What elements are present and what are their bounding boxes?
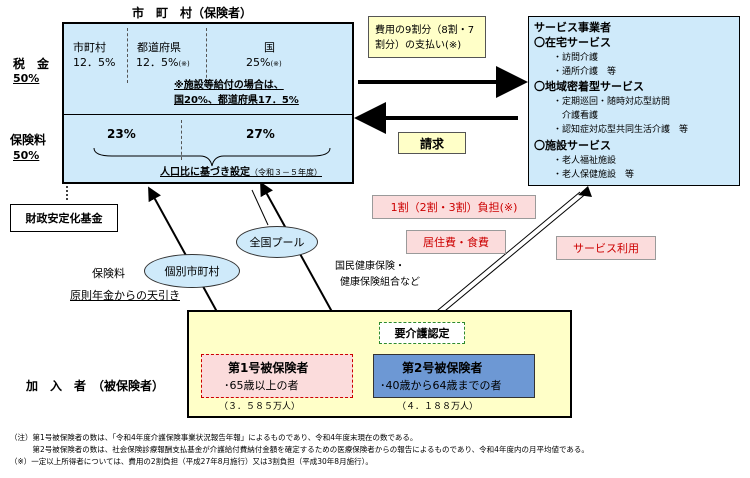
- claim-box: 請求: [398, 132, 466, 154]
- community-service-item: ・認知症対応型共同生活介護 等: [553, 125, 689, 135]
- prefecture-percent: 12．5%(※): [136, 56, 190, 69]
- municipality-label: 市町村: [73, 41, 106, 54]
- provider-box: サービス事業者 〇在宅サービス ・訪問介護 ・通所介護 等 〇地域密着型サービス…: [528, 16, 740, 186]
- home-service-item: ・訪問介護: [553, 53, 599, 63]
- payment-line1: 費用の9割分（8割・7: [375, 25, 475, 36]
- insurer-title: 市 町 村（保険者）: [132, 6, 253, 20]
- tax-section: 市町村 12．5% 都道府県 12．5%(※) 国 25%(※) ※施設等給付の…: [64, 24, 352, 114]
- insured-box: 要介護認定 第1号被保険者 ･65歳以上の者 第2号被保険者 ･40歳から64歳…: [187, 310, 572, 418]
- type2-insured-box: 第2号被保険者 ･40歳から64歳までの者: [373, 354, 535, 398]
- type1-insured-box: 第1号被保険者 ･65歳以上の者: [201, 354, 353, 398]
- community-service-header: 〇地域密着型サービス: [534, 80, 644, 93]
- type2-share: 27%: [246, 127, 275, 141]
- prefecture-label: 都道府県: [137, 41, 181, 54]
- premium-note-sub: 原則年金からの天引き: [70, 289, 180, 302]
- premium-label: 保険料: [10, 133, 47, 147]
- health-insurance-line1: 国民健康保険・: [335, 261, 405, 272]
- health-insurance-line2: 健康保険組合など: [340, 277, 420, 288]
- type1-desc: ･65歳以上の者: [224, 379, 299, 392]
- facility-service-item: ・老人保健施設 等: [553, 170, 635, 180]
- footnote: 第2号被保険者の数は、社会保険診療報酬支払基金が介護給付費納付金額を確定するため…: [10, 445, 589, 454]
- living-costs-box: 居住費・食費: [406, 230, 506, 254]
- facility-note-line2: 国20%、都道府県17．5%: [174, 95, 299, 106]
- insurer-box: 市町村 12．5% 都道府県 12．5%(※) 国 25%(※) ※施設等給付の…: [62, 22, 354, 184]
- population-note: 人口比に基づき設定（令和３－５年度）: [160, 167, 322, 178]
- premium-percent: 50%: [13, 149, 40, 162]
- type2-title: 第2号被保険者: [402, 361, 483, 375]
- tax-percent: 50%: [13, 72, 40, 85]
- payment-box: 費用の9割分（8割・7 割分）の支払い(※): [368, 16, 486, 58]
- care-certification-box: 要介護認定: [379, 322, 465, 344]
- population-brace: [93, 147, 331, 167]
- individual-municipality-oval: 個別市町村: [144, 254, 240, 288]
- type1-share: 23%: [107, 127, 136, 141]
- national-label: 国: [264, 41, 275, 54]
- footnote: （※）一定以上所得者については、費用の2割負担（平成27年8月施行）又は3割負担…: [10, 457, 373, 466]
- home-service-header: 〇在宅サービス: [534, 36, 611, 49]
- service-use-box: サービス利用: [556, 236, 656, 260]
- provider-title: サービス事業者: [534, 21, 611, 34]
- premium-note-title: 保険料: [92, 267, 125, 280]
- payment-line2: 割分）の支払い(※): [375, 40, 462, 51]
- facility-note-line1: ※施設等給付の場合は、: [174, 80, 284, 91]
- type1-count: （３．５８５万人）: [219, 402, 301, 412]
- stabilization-fund-box: 財政安定化基金: [10, 204, 118, 232]
- municipality-percent: 12．5%: [73, 56, 116, 69]
- footnote: （注）第1号被保険者の数は、「令和4年度介護保険事業状況報告年報」によるものであ…: [10, 433, 418, 442]
- facility-service-header: 〇施設サービス: [534, 139, 611, 152]
- national-percent: 25%(※): [246, 56, 282, 69]
- home-service-item: ・通所介護 等: [553, 67, 617, 77]
- type2-desc: ･40歳から64歳までの者: [380, 379, 502, 392]
- community-service-item: ・定期巡回・随時対応型訪問: [553, 97, 671, 107]
- type1-title: 第1号被保険者: [228, 361, 309, 375]
- community-service-item: 介護看護: [553, 111, 599, 121]
- facility-service-item: ・老人福祉施設: [553, 156, 617, 166]
- tax-label: 税 金: [13, 57, 50, 71]
- insured-label: 加 入 者 （被保険者）: [26, 379, 165, 393]
- national-pool-oval: 全国プール: [236, 226, 318, 258]
- copay-box: 1割（2割・3割）負担(※): [372, 195, 536, 219]
- type2-count: （４．１８８万人）: [397, 402, 479, 412]
